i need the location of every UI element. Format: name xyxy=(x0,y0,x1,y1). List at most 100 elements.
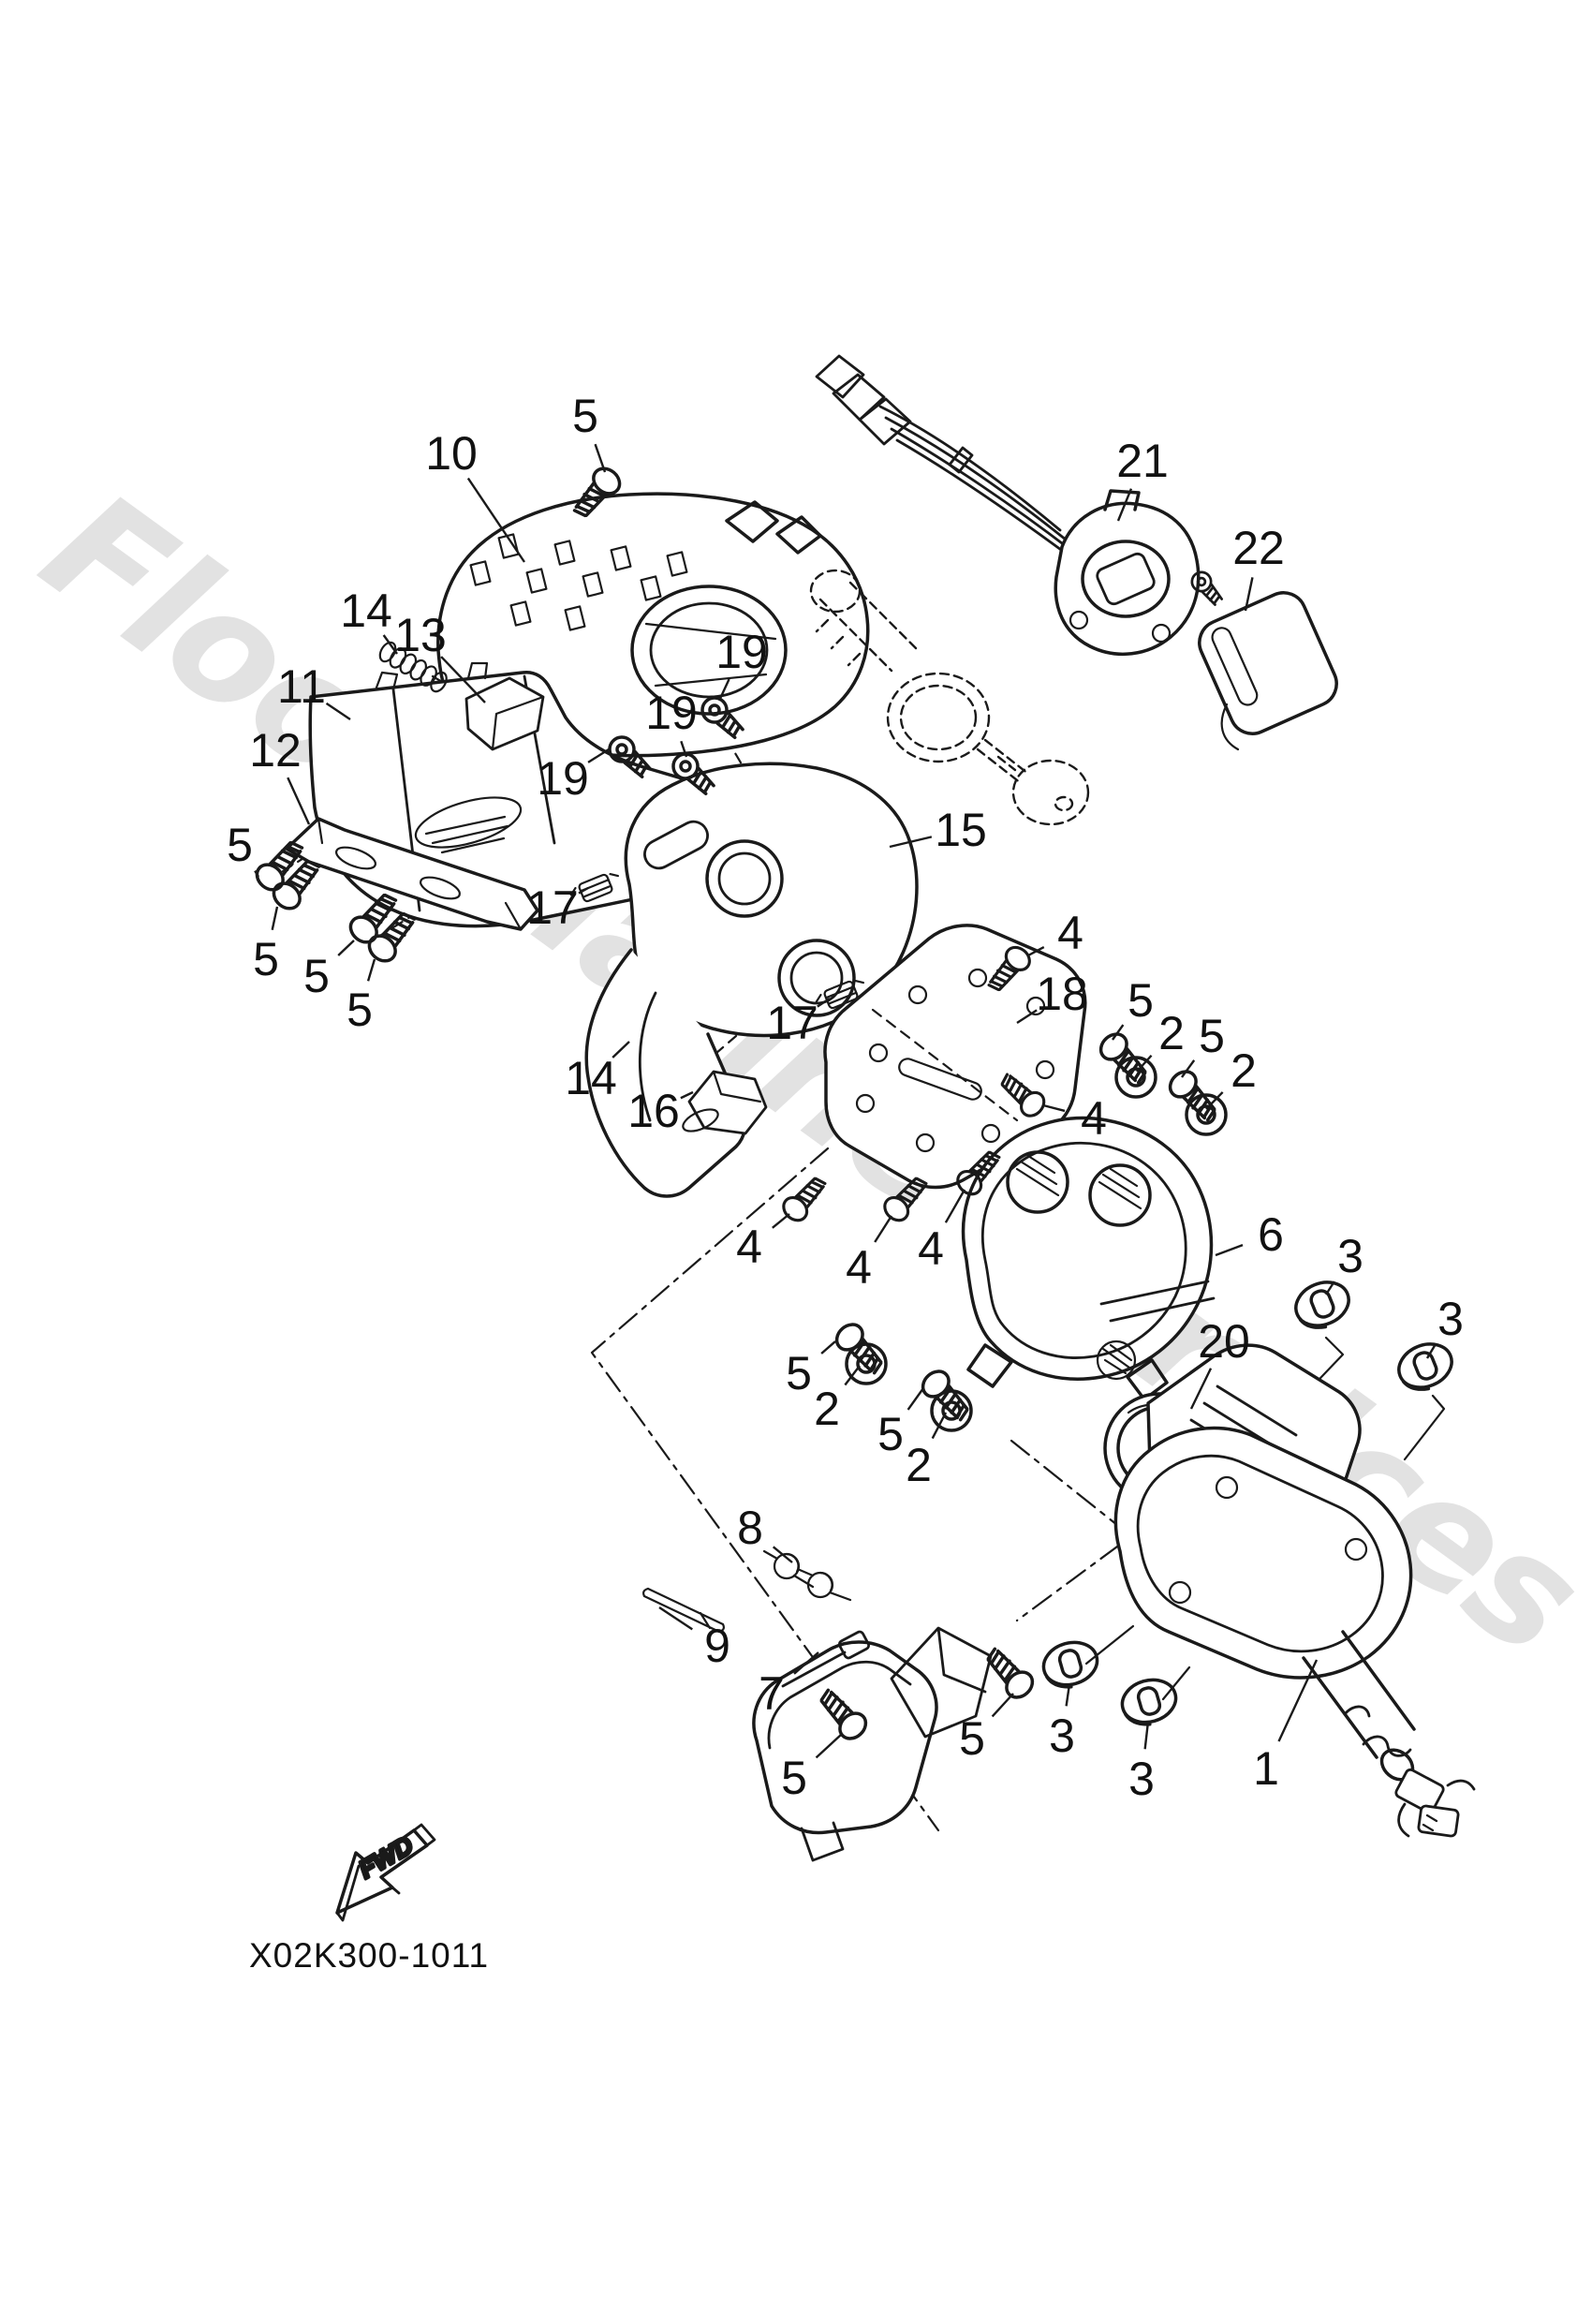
leader-line-9 xyxy=(658,1606,693,1631)
leader-line-4 xyxy=(1042,1103,1066,1113)
part-22-connector-cover xyxy=(1186,567,1338,751)
callout-label-2: 2 xyxy=(1158,1007,1185,1059)
leader-line-5 xyxy=(1181,1059,1196,1078)
callout-label-4: 4 xyxy=(736,1221,762,1273)
callout-label-5: 5 xyxy=(959,1712,985,1765)
callout-label-17: 17 xyxy=(526,881,579,934)
leader-line-6 xyxy=(1215,1244,1244,1257)
callout-label-1: 1 xyxy=(1253,1742,1279,1795)
leader-line-5 xyxy=(820,1340,836,1354)
leader-line-10 xyxy=(466,477,525,563)
part-1-steering-column-assembly xyxy=(1096,1280,1476,1838)
callout-label-5: 5 xyxy=(227,819,253,871)
leader-line-4 xyxy=(1027,946,1045,957)
part-8-torsion-spring xyxy=(762,1549,852,1602)
leader-line-5 xyxy=(991,1693,1014,1718)
leader-line-7 xyxy=(793,1651,819,1675)
leader-line-5 xyxy=(271,906,279,930)
callout-label-5: 5 xyxy=(781,1752,807,1804)
part-7-lock-unit xyxy=(752,1626,993,1862)
callout-label-21: 21 xyxy=(1116,435,1169,487)
part-21-wire-harness-connector xyxy=(815,354,1201,657)
leader-line-1 xyxy=(1277,1659,1319,1742)
leader-line-5 xyxy=(906,1387,924,1411)
callout-label-6: 6 xyxy=(1258,1208,1284,1261)
callout-label-4: 4 xyxy=(846,1241,872,1294)
callout-label-19: 19 xyxy=(537,752,589,805)
leader-line-18 xyxy=(1016,1009,1038,1025)
part-12-lock-bracket xyxy=(285,817,539,931)
key-cylinder-ghost xyxy=(809,569,1090,826)
callout-label-3: 3 xyxy=(1337,1230,1363,1282)
callout-label-3: 3 xyxy=(1128,1753,1155,1805)
leader-line-5 xyxy=(366,958,376,982)
callout-label-19: 19 xyxy=(715,626,768,678)
callout-label-12: 12 xyxy=(249,724,302,777)
callout-label-2: 2 xyxy=(814,1383,840,1435)
leader-line-4 xyxy=(874,1215,893,1243)
callout-label-14: 14 xyxy=(565,1052,617,1104)
callout-label-15: 15 xyxy=(935,804,987,856)
callout-label-18: 18 xyxy=(1036,968,1088,1020)
callout-label-10: 10 xyxy=(425,427,478,480)
fwd-arrow: FWD xyxy=(335,1823,436,1922)
leader-line-4 xyxy=(772,1213,790,1229)
leader-line-8 xyxy=(772,1546,793,1563)
callout-label-2: 2 xyxy=(1231,1044,1257,1097)
leader-line-21 xyxy=(1116,488,1133,522)
part-18-mount-plate xyxy=(823,924,1087,1190)
callout-label-20: 20 xyxy=(1198,1315,1250,1368)
diagram-code: X02K300-1011 xyxy=(249,1936,489,1975)
leader-line-19 xyxy=(717,678,730,702)
leader-line-3 xyxy=(1324,1280,1335,1295)
leader-line-5 xyxy=(254,869,260,878)
callout-label-3: 3 xyxy=(1437,1293,1464,1345)
leader-line-5 xyxy=(1112,1024,1125,1041)
callout-label-3: 3 xyxy=(1049,1710,1075,1762)
callout-label-19: 19 xyxy=(645,687,698,739)
callout-label-5: 5 xyxy=(253,933,279,985)
callout-label-8: 8 xyxy=(737,1502,763,1554)
leader-line-3 xyxy=(1143,1721,1150,1750)
leader-line-5 xyxy=(337,940,355,956)
callout-label-14: 14 xyxy=(340,585,392,637)
part-13-latch-piece xyxy=(464,676,545,751)
callout-label-5: 5 xyxy=(572,390,598,442)
fwd-arrow-label: FWD xyxy=(354,1830,418,1884)
leader-line-2 xyxy=(1136,1054,1153,1073)
callout-label-5: 5 xyxy=(346,984,373,1036)
callout-label-17: 17 xyxy=(766,997,818,1049)
leader-line-2 xyxy=(844,1365,861,1386)
callout-label-5: 5 xyxy=(1127,974,1154,1027)
callout-label-7: 7 xyxy=(759,1667,785,1720)
callout-label-13: 13 xyxy=(394,609,447,661)
leader-line-2 xyxy=(1205,1091,1224,1110)
callout-label-4: 4 xyxy=(918,1222,944,1275)
leader-line-5 xyxy=(594,443,607,473)
part-16-pivot-piece xyxy=(682,1070,768,1135)
leader-line-3 xyxy=(1425,1343,1437,1359)
callout-label-4: 4 xyxy=(1057,907,1083,959)
callout-label-5: 5 xyxy=(786,1347,812,1399)
callout-label-11: 11 xyxy=(277,660,326,713)
leader-line-17 xyxy=(578,886,589,895)
part-9-pin xyxy=(642,1587,725,1634)
leader-line-12 xyxy=(287,777,311,825)
leader-line-15 xyxy=(889,836,933,849)
callout-label-16: 16 xyxy=(627,1085,680,1137)
part-15-lock-body xyxy=(584,762,919,1198)
callout-label-22: 22 xyxy=(1232,522,1285,574)
leader-line-2 xyxy=(931,1412,948,1440)
leader-line-16 xyxy=(680,1090,694,1100)
callout-label-4: 4 xyxy=(1081,1092,1107,1145)
leader-line-3 xyxy=(1065,1683,1071,1707)
callout-label-5: 5 xyxy=(303,950,330,1002)
leader-line-19 xyxy=(587,748,610,763)
callout-label-5: 5 xyxy=(1199,1010,1225,1062)
leader-line-14 xyxy=(382,634,398,655)
leader-line-20 xyxy=(1189,1368,1213,1410)
leader-line-13 xyxy=(440,656,486,703)
leader-line-14 xyxy=(612,1041,630,1058)
